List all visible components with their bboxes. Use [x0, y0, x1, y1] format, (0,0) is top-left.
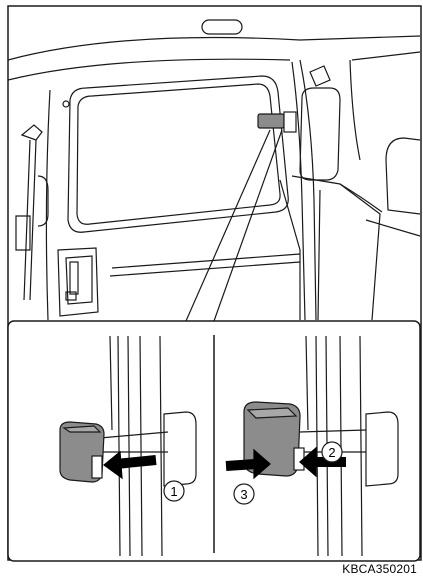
- callout-pointer: [186, 130, 282, 321]
- side-window: [68, 76, 288, 232]
- door-latch-location: [258, 114, 284, 128]
- figure-code: KBCA350201: [342, 562, 417, 576]
- seat-headrest: [300, 88, 340, 180]
- callout-3: 3: [240, 487, 247, 502]
- callout-1: 1: [170, 484, 177, 499]
- roof-grab-handle: [202, 20, 242, 34]
- vehicle-interior-view: [8, 20, 420, 320]
- callout-2: 2: [328, 445, 335, 460]
